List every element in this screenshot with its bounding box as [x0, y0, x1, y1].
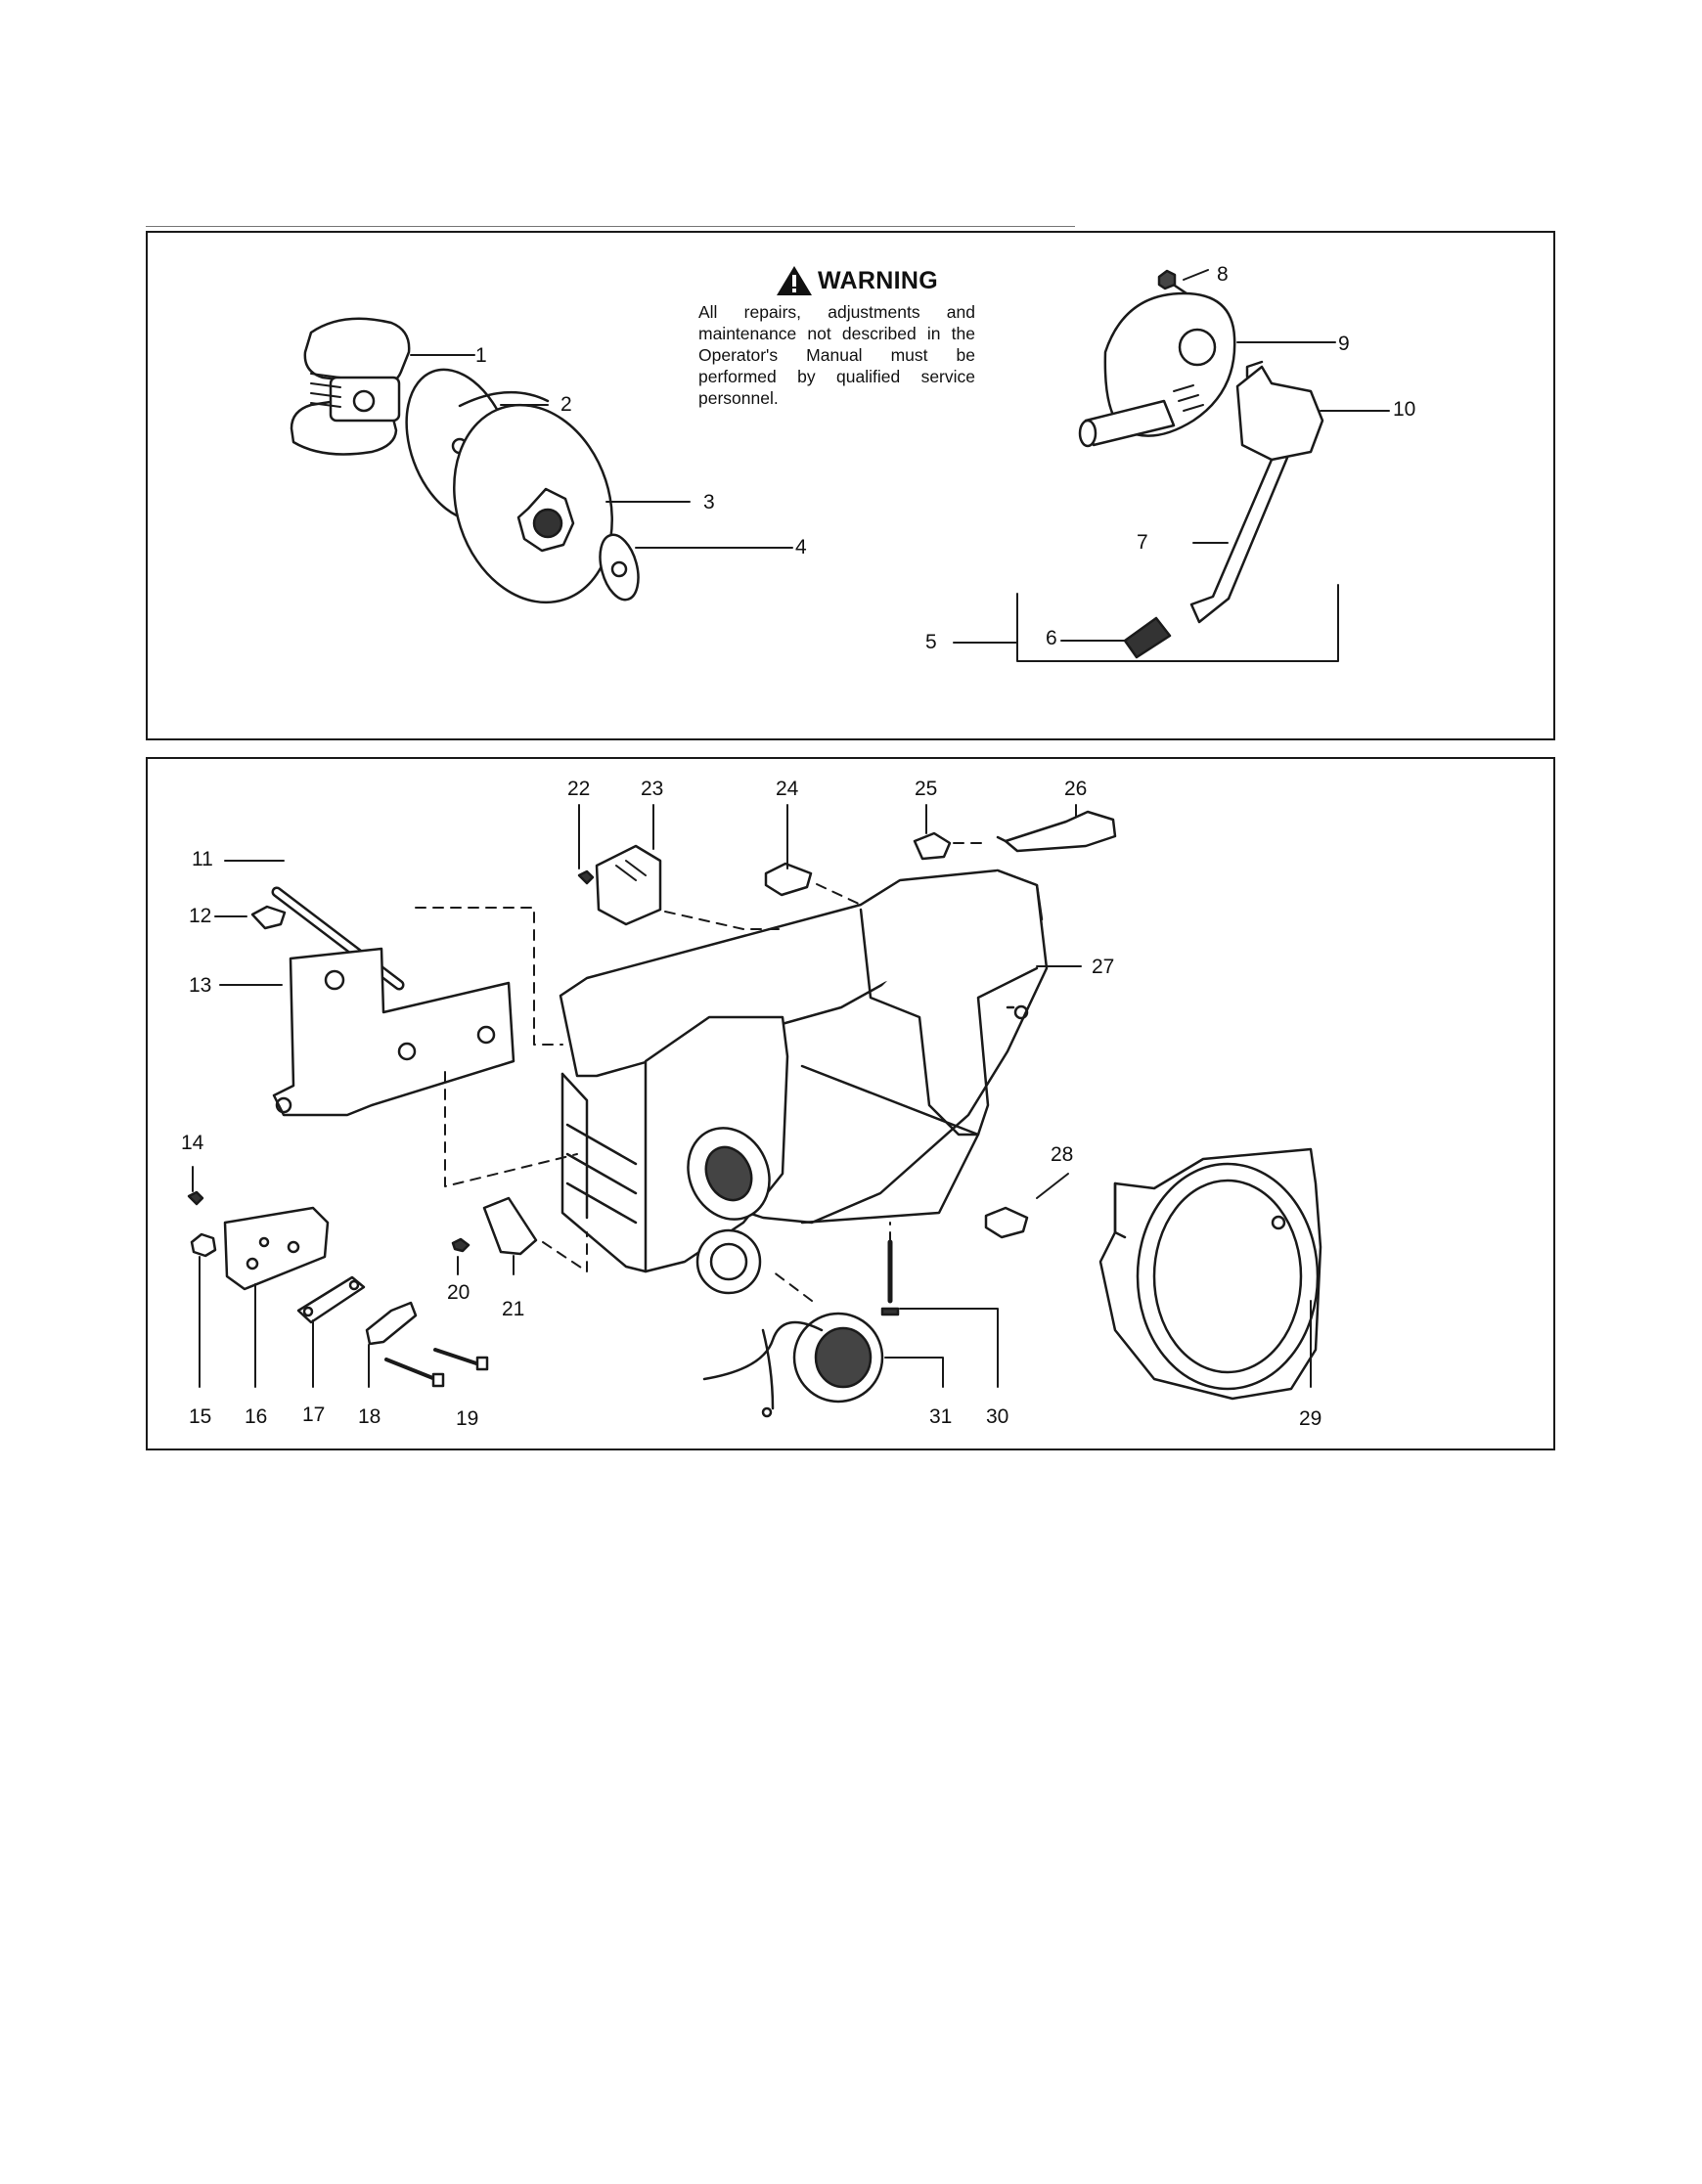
part-30-bolt [880, 1239, 900, 1316]
warning-title: WARNING [818, 266, 938, 294]
callout-20: 20 [447, 1281, 470, 1304]
part-22-screw [577, 869, 595, 885]
part-8-screw [1157, 269, 1188, 295]
callout-25: 25 [915, 778, 938, 800]
part-31-starter [702, 1312, 884, 1418]
part-17-link [296, 1275, 366, 1324]
callout-30: 30 [986, 1405, 1009, 1428]
part-27-housing [559, 869, 1049, 1295]
warning-text: All repairs, adjustments and maintenance… [698, 302, 975, 408]
callout-23: 23 [641, 778, 664, 800]
header-rule [146, 226, 1075, 227]
part-24-nut [764, 862, 813, 897]
warning-triangle-icon [777, 266, 813, 295]
part-9-oil-pump [1078, 291, 1236, 448]
callout-18: 18 [358, 1405, 381, 1428]
callout-26: 26 [1064, 778, 1088, 800]
callout-16: 16 [245, 1405, 268, 1428]
callout-12: 12 [189, 905, 212, 927]
part-28-nut [984, 1206, 1029, 1239]
part-12-nut [250, 905, 287, 930]
callout-19: 19 [456, 1407, 479, 1430]
part-16-side-plate [223, 1206, 330, 1291]
callout-7: 7 [1137, 531, 1148, 554]
callout-29: 29 [1299, 1407, 1322, 1430]
callout-14: 14 [181, 1132, 204, 1154]
callout-10: 10 [1393, 398, 1416, 421]
callout-27: 27 [1092, 956, 1115, 978]
part-3-drum [453, 390, 613, 604]
callout-17: 17 [302, 1404, 326, 1426]
callout-3: 3 [703, 491, 715, 513]
part-6-strainer [1123, 616, 1172, 659]
part-23-block [595, 844, 662, 926]
warning-notice: WARNING All repairs, adjustments and mai… [698, 264, 975, 409]
callout-15: 15 [189, 1405, 212, 1428]
part-25-nut [913, 831, 952, 861]
callout-1: 1 [475, 344, 487, 367]
callout-9: 9 [1338, 333, 1350, 355]
part-20-screw [451, 1237, 470, 1253]
callout-5: 5 [925, 631, 937, 653]
part-15-nut [190, 1232, 217, 1258]
callout-6: 6 [1046, 627, 1057, 649]
callout-13: 13 [189, 974, 212, 997]
part-29-clutch-cover [1098, 1147, 1322, 1401]
callout-28: 28 [1051, 1143, 1074, 1166]
part-21-guide [482, 1196, 538, 1256]
part-4-washer [599, 533, 640, 602]
callout-24: 24 [776, 778, 799, 800]
callout-11: 11 [192, 848, 213, 870]
part-26-lever [996, 810, 1117, 853]
part-7-oil-hose [1189, 360, 1324, 624]
callout-4: 4 [795, 536, 807, 558]
warning-header: WARNING [738, 264, 975, 297]
top-parts-panel [146, 231, 1555, 740]
part-18-tensioner [365, 1301, 418, 1346]
callout-31: 31 [929, 1405, 953, 1428]
part-1-clutch [290, 317, 411, 456]
callout-22: 22 [567, 778, 591, 800]
part-14-screw [187, 1190, 204, 1206]
callout-2: 2 [560, 393, 572, 416]
part-13-bracket [272, 947, 515, 1117]
part-19-adjuster-screws [384, 1348, 489, 1388]
callout-21: 21 [502, 1298, 525, 1320]
callout-8: 8 [1217, 263, 1229, 286]
